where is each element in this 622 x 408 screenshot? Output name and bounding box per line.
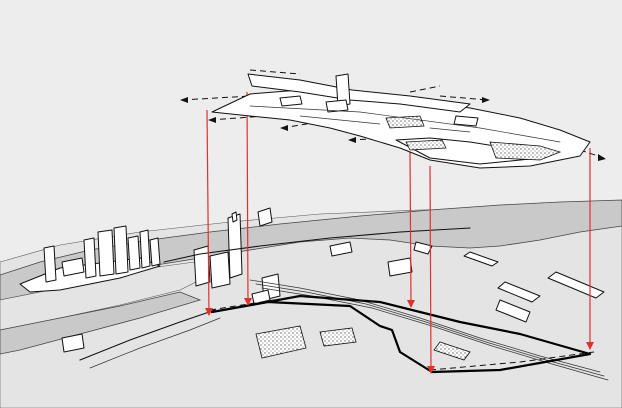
- rail-line: [249, 279, 601, 373]
- ground-layer: [0, 199, 622, 408]
- elevated-ribbon: [247, 73, 471, 113]
- quay-road: [163, 227, 471, 263]
- elevated-plan-layer: [180, 69, 606, 169]
- pier-right-1: [463, 251, 499, 267]
- ground-park-1: [255, 325, 307, 359]
- ground-park-2: [433, 341, 471, 361]
- road-bottom-left: [79, 309, 216, 361]
- central-towers: [193, 207, 281, 301]
- left-tower-cluster: [43, 225, 161, 283]
- riverside-buildings: [61, 241, 531, 353]
- slab-tower: [335, 73, 351, 107]
- slab-garden-3: [489, 141, 562, 161]
- projection-lines: [205, 91, 594, 374]
- pier-right-3: [497, 281, 541, 303]
- channel: [0, 291, 202, 355]
- ground-park-3: [319, 327, 357, 347]
- boat: [413, 241, 433, 255]
- site-outline: [210, 294, 592, 374]
- slab-garden-2: [405, 139, 447, 151]
